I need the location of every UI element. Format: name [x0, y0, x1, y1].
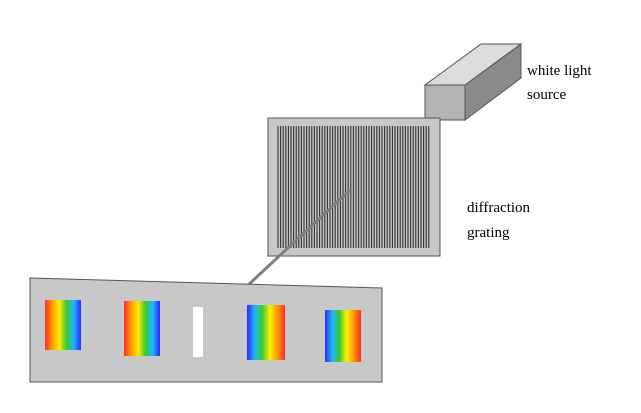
light-source-label-line-1: white light [527, 63, 592, 79]
spectrum-band-order-2 [325, 310, 361, 362]
spectrum-band-order-0 [193, 307, 203, 357]
grating-label-line-1: diffraction [467, 200, 531, 216]
grating-plate [267, 117, 441, 257]
projection-screen [29, 277, 383, 383]
grating-label-line-2: grating [467, 225, 510, 241]
light-source-box [423, 43, 523, 121]
spectrum-band-order-minus2 [45, 300, 81, 350]
spectrum-bands [45, 300, 361, 362]
light-source-front-face [424, 84, 466, 121]
screen-plate [29, 277, 383, 383]
spectrum-band-order-minus1 [124, 301, 160, 356]
light-source-label-line-2: source [527, 87, 567, 103]
grating-slits [277, 126, 430, 248]
diffraction-grating [267, 117, 441, 257]
spectrum-band-order-1 [247, 305, 285, 360]
